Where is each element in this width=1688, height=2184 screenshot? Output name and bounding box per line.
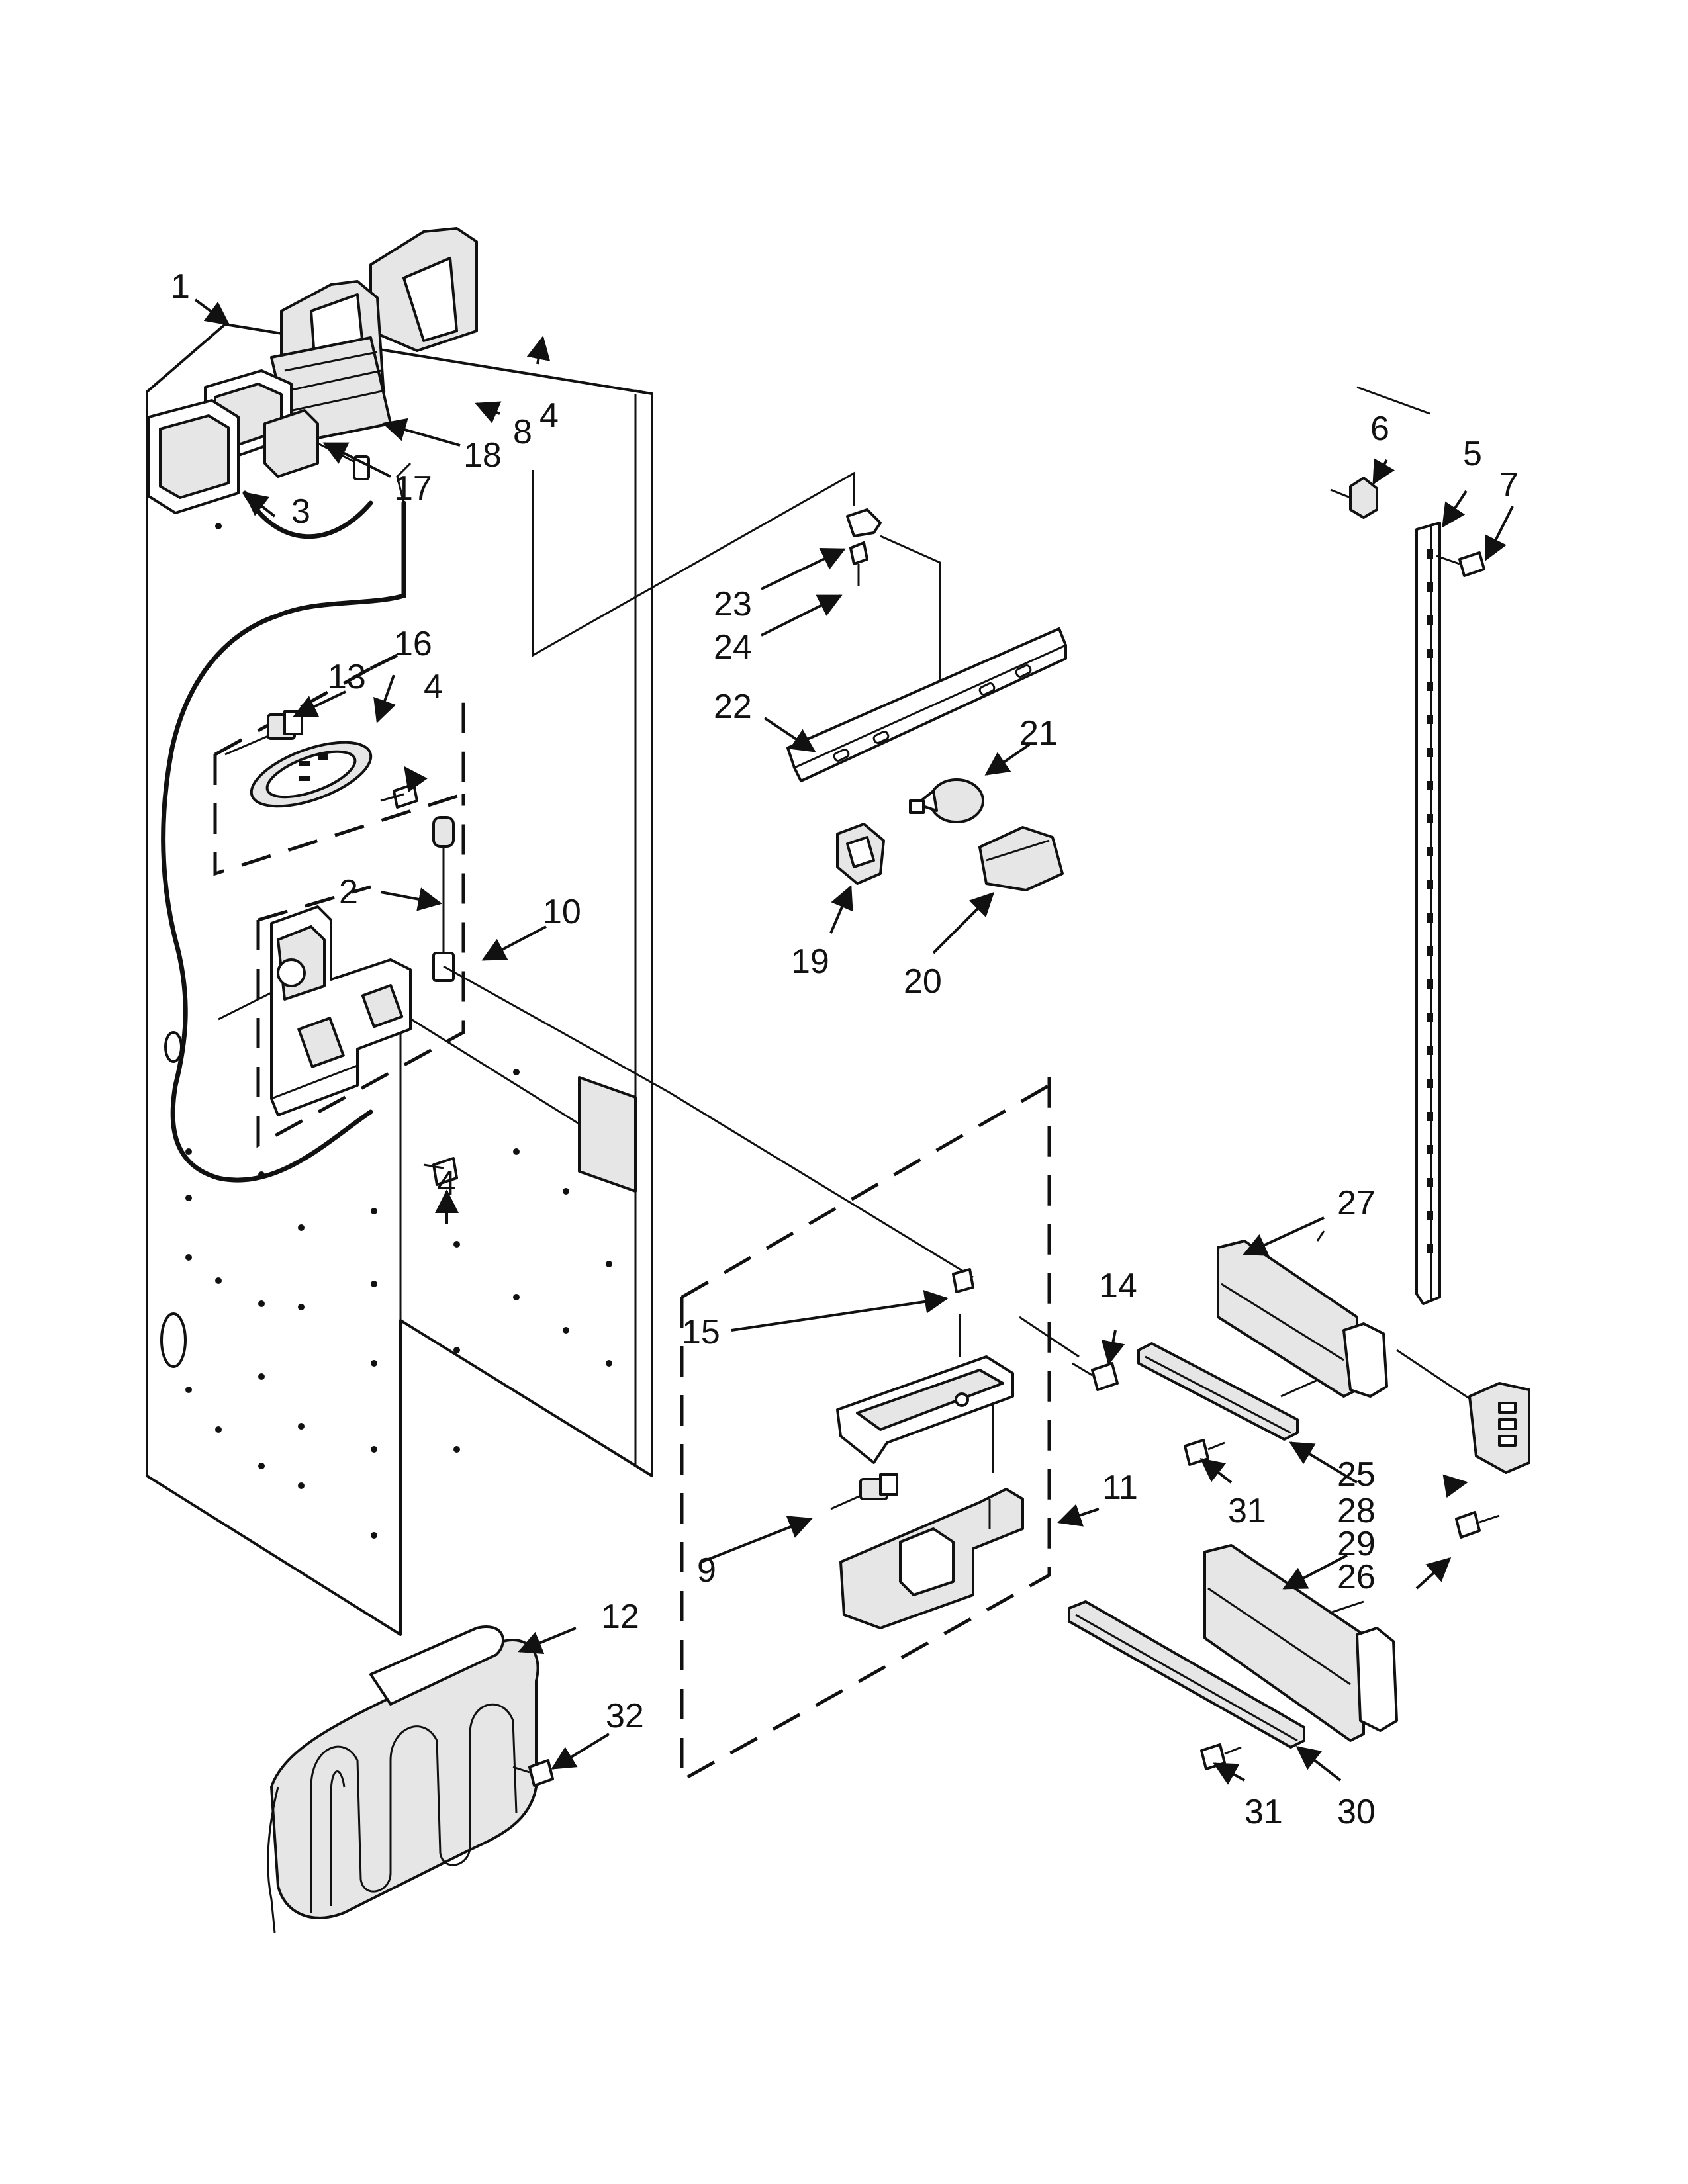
callout-4-panel: 4 xyxy=(424,668,443,706)
callout-3: 3 xyxy=(291,492,310,531)
housing-tray xyxy=(839,1488,1024,1629)
callout-20: 20 xyxy=(904,962,942,1001)
light-socket xyxy=(836,823,885,885)
thermostat-probe xyxy=(432,816,455,982)
callout-19: 19 xyxy=(791,942,829,981)
callout-1: 1 xyxy=(171,267,190,306)
callout-17: 17 xyxy=(394,469,432,508)
callout-13: 13 xyxy=(328,658,366,696)
callout-6: 6 xyxy=(1370,410,1389,448)
fan-motor xyxy=(263,409,370,480)
light-bracket xyxy=(786,627,1067,782)
crisper-frame-upper xyxy=(1217,1240,1388,1398)
evaporator-coil xyxy=(267,1625,539,1933)
bracket-screw xyxy=(849,541,868,586)
callout-11: 11 xyxy=(1102,1469,1138,1507)
callout-7: 7 xyxy=(1499,466,1519,504)
callout-8: 8 xyxy=(513,413,532,451)
housing-group-11 xyxy=(680,1075,1051,1784)
alignment-lines xyxy=(443,386,1477,1629)
callout-21: 21 xyxy=(1019,714,1058,752)
crisper-frame-lower xyxy=(1203,1544,1398,1742)
callout-25: 25 xyxy=(1337,1455,1376,1494)
callout-4-top: 4 xyxy=(539,396,559,435)
leader-arrows xyxy=(194,298,1514,1785)
slide-rail-upper xyxy=(1137,1342,1299,1441)
control-group-16 xyxy=(213,653,465,876)
ladder-clip xyxy=(1330,477,1378,519)
callout-16: 16 xyxy=(394,625,432,663)
control-screw xyxy=(1455,1511,1500,1539)
evaporator-screw xyxy=(512,1759,554,1787)
callout-14: 14 xyxy=(1099,1267,1137,1305)
mounting-holes xyxy=(185,523,612,1539)
control-box xyxy=(270,905,412,1116)
bracket-clip xyxy=(846,508,882,537)
callout-9: 9 xyxy=(697,1551,716,1590)
callout-27: 27 xyxy=(1337,1184,1376,1222)
callout-31-upper: 31 xyxy=(1228,1492,1266,1530)
callout-30: 30 xyxy=(1337,1793,1376,1831)
shelf-ladder xyxy=(1415,522,1441,1305)
callout-labels: 1 2 3 4 4 4 5 6 7 8 9 10 11 12 13 14 15 … xyxy=(171,267,1519,1831)
callout-18: 18 xyxy=(463,436,502,475)
callout-10: 10 xyxy=(543,893,581,931)
callout-12: 12 xyxy=(601,1598,639,1636)
callout-26: 26 xyxy=(1337,1558,1376,1596)
callout-5: 5 xyxy=(1463,435,1482,473)
cover-screw xyxy=(952,1268,974,1293)
control-box-group-10 xyxy=(256,794,465,1148)
callout-22: 22 xyxy=(714,688,752,726)
rail-screw-lower xyxy=(1200,1743,1242,1770)
callout-2: 2 xyxy=(339,873,358,911)
callout-15: 15 xyxy=(682,1313,720,1351)
callout-32: 32 xyxy=(606,1697,644,1735)
slide-rail-lower xyxy=(1068,1600,1305,1749)
crisper-control xyxy=(1468,1382,1530,1474)
housing-screw xyxy=(1072,1362,1119,1391)
callout-23: 23 xyxy=(714,585,752,623)
temp-sensor-9 xyxy=(830,1473,898,1510)
callout-24: 24 xyxy=(714,628,752,666)
cover-plate xyxy=(836,1355,1014,1464)
light-shield xyxy=(978,826,1064,891)
callout-29: 29 xyxy=(1337,1525,1376,1563)
control-panel-oval xyxy=(250,741,373,808)
callout-28: 28 xyxy=(1337,1492,1376,1530)
callout-31-lower: 31 xyxy=(1244,1793,1283,1831)
screw-4-box xyxy=(423,1157,458,1186)
light-bulb xyxy=(909,778,984,823)
vent-grille xyxy=(148,399,240,514)
ladder-screw xyxy=(1436,551,1485,577)
callout-4-box: 4 xyxy=(437,1164,456,1203)
